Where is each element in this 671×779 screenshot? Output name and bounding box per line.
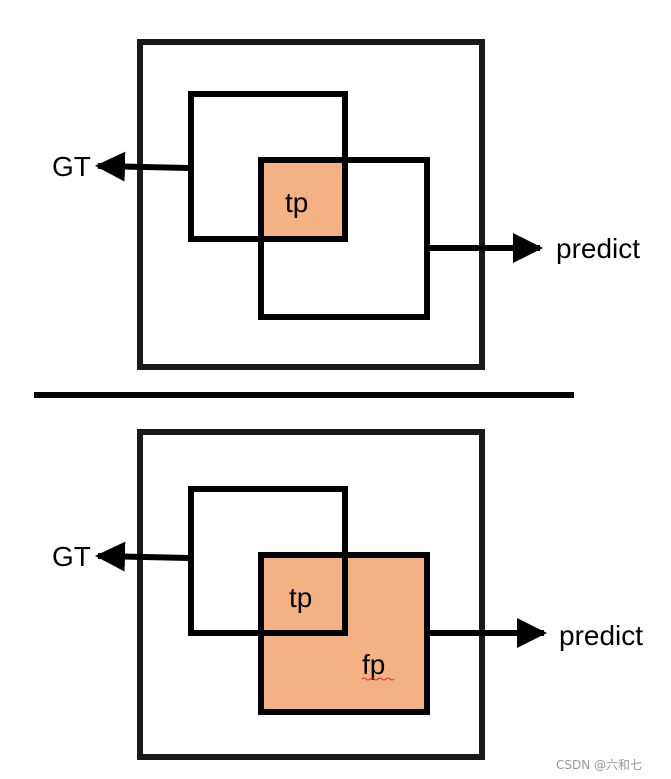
top-panel: GT predict tp <box>52 39 640 370</box>
top-gt-label: GT <box>52 151 91 182</box>
top-predict-label: predict <box>556 233 640 264</box>
bottom-tp-label: tp <box>289 582 312 613</box>
top-gt-box <box>188 91 348 242</box>
top-outer-frame <box>137 39 485 370</box>
top-tp-region <box>261 160 345 239</box>
bottom-fp-label: fp <box>362 649 385 680</box>
bottom-gt-arrow <box>95 541 190 572</box>
bottom-predict-label: predict <box>559 620 643 651</box>
fp-underline-squiggle <box>361 677 395 681</box>
top-tp-outline <box>258 157 345 239</box>
bottom-outer-frame <box>137 429 485 760</box>
bottom-gt-label: GT <box>52 541 91 572</box>
bottom-gt-box <box>188 486 348 636</box>
watermark-text: CSDN @六和七 <box>556 758 642 772</box>
bottom-panel: GT predict tp fp <box>52 429 643 760</box>
top-gt-arrow <box>95 151 190 182</box>
top-tp-label: tp <box>285 187 308 218</box>
